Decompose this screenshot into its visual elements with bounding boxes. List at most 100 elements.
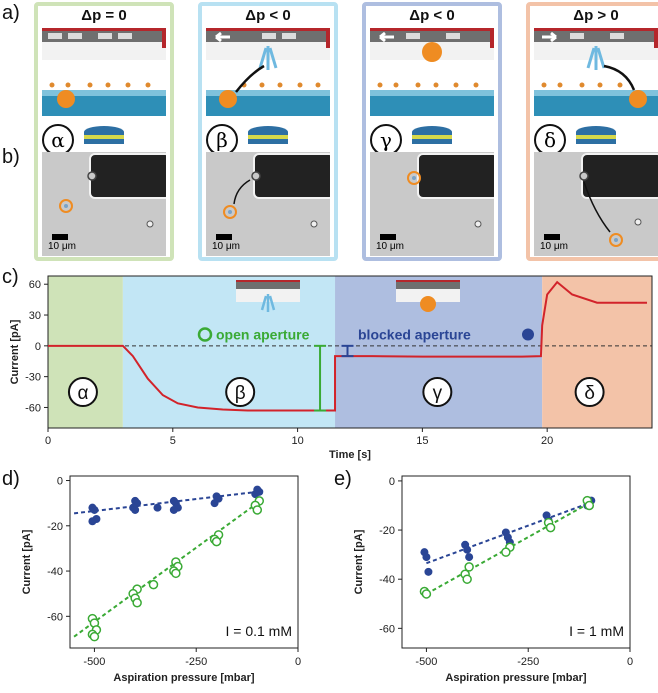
concentration-annotation: I = 0.1 mM [225,623,292,639]
scale-bar [216,234,232,240]
blocked-aperture-point [463,545,472,554]
microscope-image: 10 μm [370,152,494,256]
x-tick-label: -500 [83,656,105,668]
y-tick-label: 30 [29,310,41,322]
y-tick-label: -40 [47,566,63,578]
schematic-illustration [370,28,494,144]
microscope-image: 10 μm [42,152,166,256]
phase-symbol: α [77,383,88,404]
panel-title: Δp < 0 [245,7,291,24]
open-fit-line [73,502,258,638]
open-aperture-point [584,500,595,511]
phase-symbol-circle [422,377,453,408]
y-tick-label: 0 [389,476,395,488]
y-axis-label: Current [pA] [21,529,33,594]
phase-symbol: δ [584,383,595,404]
phase-region-beta [122,276,336,428]
open-aperture-point [171,568,181,579]
scale-bar [544,234,560,240]
scale-label: 10 μm [376,241,404,252]
y-tick-label: 0 [57,476,63,488]
x-tick-label: 20 [541,435,553,447]
blocked-aperture-point [88,517,97,526]
schematic-panel-gamma: Δp < 0 γ 10 μm [362,2,502,261]
blocked-aperture-symbol [522,328,534,341]
phase-symbol: β [206,124,238,156]
schematic-panel-beta: Δp < 0 β [198,2,338,261]
y-tick-label: 0 [35,341,41,353]
blocked-aperture-point [153,503,162,512]
x-tick-label: -250 [185,656,207,668]
x-tick-label: 0 [295,656,301,668]
panel-title: Δp > 0 [573,7,619,24]
y-tick-label: -20 [47,521,63,533]
phase-symbol-circle [225,377,256,408]
blocked-aperture-point [90,505,99,514]
y-tick-label: -60 [47,611,63,623]
x-tick-label: 10 [291,435,303,447]
current-trace-line [48,280,648,412]
open-aperture-point [89,631,100,642]
blocked-aperture-point [210,499,219,508]
blocked-aperture-point [131,505,140,514]
open-aperture-point [148,579,159,590]
blocked-fit-line [73,490,258,515]
y-tick-label: -40 [379,574,395,586]
y-axis-label: Current [pA] [9,319,21,384]
scale-bar [52,234,68,240]
x-tick-label: -250 [517,656,539,668]
concentration-annotation: I = 1 mM [569,623,624,639]
scale-label: 10 μm [212,241,240,252]
schematic-panel-delta: Δp > 0 δ [526,2,658,261]
blocked-aperture-illustration [396,280,460,312]
panel-label-b: b) [2,146,20,168]
x-tick-label: -500 [415,656,437,668]
scale-bar [380,234,396,240]
blocked-aperture-point [422,553,431,562]
phase-symbol-circle [574,377,605,408]
y-tick-label: -20 [379,525,395,537]
panel-label-e: e) [334,468,352,490]
x-tick-label: 0 [627,656,633,668]
x-axis-label: Aspiration pressure [mbar] [445,672,587,684]
blocked-aperture-point [424,567,433,576]
open-aperture-point [501,547,511,557]
microscope-image: 10 μm [534,152,658,256]
y-tick-label: 60 [29,279,41,291]
panel-title: Δp < 0 [409,7,455,24]
phase-symbol: γ [370,124,402,156]
y-tick-label: -30 [25,372,41,384]
open-aperture-label: open aperture [216,327,310,343]
blocked-aperture-point [251,490,260,499]
phase-symbol: β [235,383,246,404]
blocked-aperture-point [465,553,474,562]
schematic-illustration [534,28,658,144]
x-tick-label: 0 [45,435,51,447]
phase-symbol: α [42,124,74,156]
phase-symbol: γ [433,383,443,404]
panel-label-d: d) [2,468,20,490]
phase-region-delta [542,276,652,428]
open-aperture-point [211,536,222,547]
panel-label-a: a) [2,2,20,24]
x-tick-label: 5 [170,435,176,447]
panel-label-c: c) [2,266,19,288]
open-aperture-point [252,505,263,515]
y-tick-label: -60 [25,402,41,414]
microscope-image: 10 μm [206,152,330,256]
plot-frame [47,275,653,429]
y-axis-label: Current [pA] [353,529,365,594]
blocked-aperture-label: blocked aperture [358,327,471,343]
open-aperture-point [462,574,472,584]
plot-frame [401,475,631,649]
open-aperture-point [464,562,474,572]
panel-title: Δp = 0 [81,7,127,24]
scale-label: 10 μm [48,241,76,252]
open-aperture-symbol [197,327,213,342]
open-aperture-illustration [236,280,300,312]
open-aperture-point [545,522,556,533]
